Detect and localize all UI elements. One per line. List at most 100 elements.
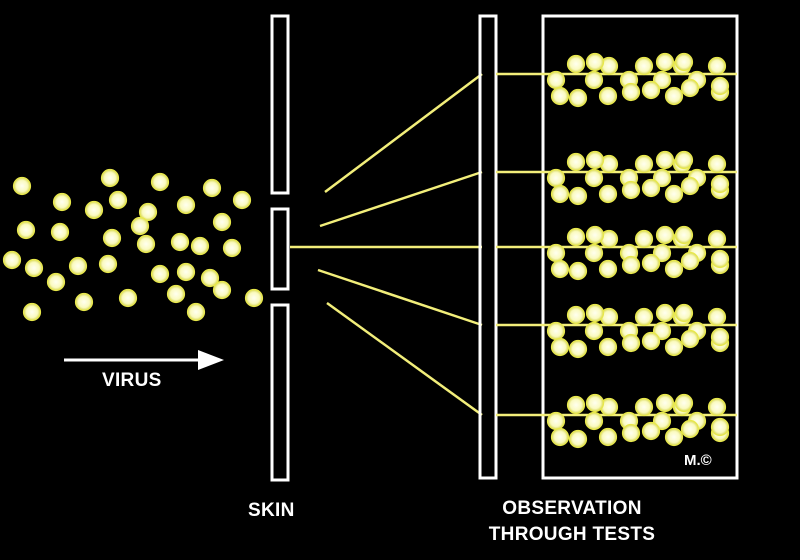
observed-band-1-particle: [655, 52, 675, 72]
observed-band-3-particle: [641, 253, 661, 273]
observed-band-1-particle: [664, 86, 684, 106]
virus-cloud-particle: [24, 258, 44, 278]
observed-band-3-particle: [710, 249, 730, 269]
virus-cloud-particle: [244, 288, 264, 308]
virus-cloud-particle: [102, 228, 122, 248]
virus-cloud-particle: [136, 234, 156, 254]
observed-band-3-particle: [707, 229, 727, 249]
observed-band-4-particle: [634, 307, 654, 327]
observed-band-2-particle: [568, 186, 588, 206]
virus-cloud-particle: [176, 195, 196, 215]
observed-band-2-particle: [707, 154, 727, 174]
beam-line-4: [317, 268, 483, 327]
observed-band-1-particle: [680, 78, 700, 98]
virus-cloud-particle: [222, 238, 242, 258]
observed-band-4-particle: [621, 333, 641, 353]
observed-band-3-particle: [550, 259, 570, 279]
observed-band-2-particle: [655, 150, 675, 170]
virus-cloud-particle: [186, 302, 206, 322]
virus-cloud-particle: [50, 222, 70, 242]
virus-label: VIRUS: [102, 370, 162, 391]
observed-band-4-particle: [546, 321, 566, 341]
observed-band-5-particle: [585, 393, 605, 413]
skin-segment-bottom: [270, 303, 290, 482]
virus-cloud-particle: [118, 288, 138, 308]
observed-band-1-particle: [621, 82, 641, 102]
skin-label: SKIN: [248, 500, 295, 521]
observed-band-3-particle: [621, 255, 641, 275]
observed-band-5-particle: [641, 421, 661, 441]
observed-band-1-particle: [568, 88, 588, 108]
virus-cloud-particle: [150, 172, 170, 192]
observed-band-2-particle: [566, 152, 586, 172]
observed-band-4-particle: [598, 337, 618, 357]
observation-label-line2: THROUGH TESTS: [488, 524, 656, 545]
virus-cloud-particle: [16, 220, 36, 240]
observed-band-4-particle: [710, 327, 730, 347]
observed-band-3-particle: [655, 225, 675, 245]
observed-band-4-particle: [641, 331, 661, 351]
observed-band-5-particle: [546, 411, 566, 431]
observed-band-4-particle: [664, 337, 684, 357]
observed-band-1-particle: [634, 56, 654, 76]
observation-screen: [478, 14, 498, 480]
observed-band-1-particle: [707, 56, 727, 76]
skin-segment-top: [270, 14, 290, 195]
observed-band-3-particle: [634, 229, 654, 249]
observed-band-5-particle: [680, 419, 700, 439]
band-lines: [496, 72, 737, 417]
virus-cloud-particle: [176, 262, 196, 282]
observed-band-2-particle: [550, 184, 570, 204]
virus-cloud-particle: [170, 232, 190, 252]
copyright-mark: M.©: [684, 452, 712, 469]
observed-band-1-particle: [710, 76, 730, 96]
observed-band-3-particle: [674, 225, 694, 245]
observed-band-5-particle: [634, 397, 654, 417]
observed-band-5-particle: [664, 427, 684, 447]
observed-band-2-particle: [584, 168, 604, 188]
observation-label: OBSERVATION THROUGH TESTS: [487, 496, 657, 548]
observed-band-5-particle: [710, 417, 730, 437]
observed-band-1-particle: [641, 80, 661, 100]
observed-band-2-particle: [621, 180, 641, 200]
observed-band-2-particle: [634, 154, 654, 174]
observed-band-5-particle: [674, 393, 694, 413]
observed-band-4-particle: [568, 339, 588, 359]
observed-band-5-particle: [621, 423, 641, 443]
observed-band-3-particle: [566, 227, 586, 247]
virus-cloud-particle: [212, 280, 232, 300]
observed-band-1-particle: [585, 52, 605, 72]
beam-line-2: [319, 170, 483, 228]
skin-barrier: [270, 14, 290, 482]
observed-band-4-particle: [674, 303, 694, 323]
virus-cloud-particle: [52, 192, 72, 212]
observed-band-3-particle: [598, 259, 618, 279]
virus-cloud-particle: [98, 254, 118, 274]
virus-cloud-particle: [190, 236, 210, 256]
observed-band-1-particle: [566, 54, 586, 74]
observed-band-4-particle: [550, 337, 570, 357]
observed-band-1-particle: [546, 70, 566, 90]
beam-lines: [290, 73, 483, 417]
observed-band-3-particle: [664, 259, 684, 279]
virus-cloud-particle: [22, 302, 42, 322]
observed-band-2-particle: [710, 174, 730, 194]
observed-band-1-particle: [584, 70, 604, 90]
observed-band-1-particle: [674, 52, 694, 72]
observation-label-line1: OBSERVATION: [502, 498, 642, 519]
beam-line-1: [324, 73, 483, 193]
virus-cloud-particle: [200, 268, 220, 288]
observed-band-2-particle: [680, 176, 700, 196]
virus-arrow: [64, 350, 224, 370]
particles: [2, 52, 730, 449]
virus-cloud-particle: [212, 212, 232, 232]
virus-cloud-particle: [166, 284, 186, 304]
observed-band-4-particle: [566, 305, 586, 325]
observed-band-4-particle: [585, 303, 605, 323]
observed-band-2-particle: [664, 184, 684, 204]
observed-band-5-particle: [568, 429, 588, 449]
beam-line-5: [326, 301, 483, 417]
observed-band-5-particle: [707, 397, 727, 417]
observed-band-5-particle: [655, 393, 675, 413]
